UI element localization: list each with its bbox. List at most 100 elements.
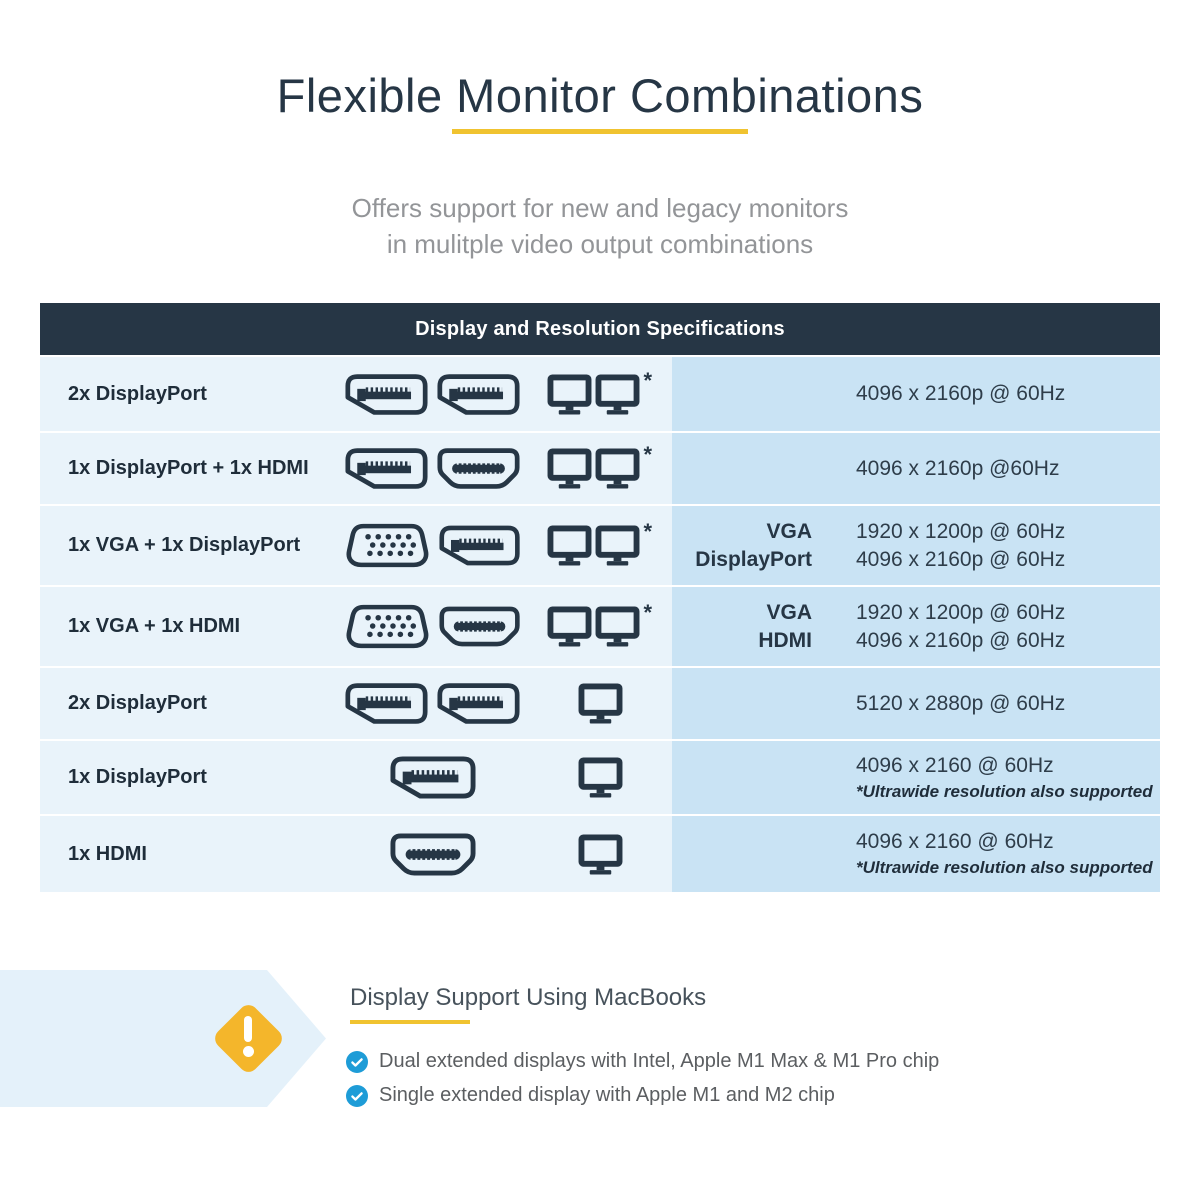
row-label: 1x VGA + 1x HDMI [68,615,241,637]
resolution-values: 4096 x 2160p @ 60Hz [856,380,1065,408]
row-label: 2x DisplayPort [68,382,207,405]
callout-underline [350,1020,470,1024]
asterisk: * [643,600,653,625]
resolution-line: 4096 x 2160 @ 60Hz [856,830,1054,853]
vga-icon [345,602,430,651]
table-row: 1x DisplayPort 4096 x 2160 @ 60Hz *Ultra… [40,741,1160,814]
monitor-icons [520,757,672,798]
table-row: 1x HDMI 4096 x 2160 @ 60Hz *Ultrawide re… [40,816,1160,892]
row-right-cell: 4096 x 2160p @60Hz [672,433,1160,504]
monitor-icons: * [520,368,672,415]
check-circle-icon [346,1051,368,1073]
monitor-icons: * [520,519,672,566]
table-row: 1x DisplayPort + 1x HDMI * 4096 x 2160p … [40,433,1160,504]
protocol-label: VGA [766,519,812,543]
resolution-values: 5120 x 2880p @ 60Hz [856,690,1065,718]
title-underline [452,129,748,134]
exclamation-dot-icon [242,1046,254,1057]
protocol-label: VGA [766,600,812,624]
monitor-icon [595,525,640,566]
resolution-values: 4096 x 2160 @ 60Hz *Ultrawide resolution… [856,828,1153,880]
resolution-line: 1920 x 1200p @ 60Hz [856,600,1066,624]
table-row: 2x DisplayPort 5120 x 2880p @ 60Hz [40,668,1160,739]
row-left-cell: 2x DisplayPort * [40,357,672,431]
displayport-icon [390,756,476,799]
monitor-icons: * [520,442,672,489]
hdmi-icon [390,833,476,876]
displayport-icon [345,373,428,416]
displayport-icon [345,447,428,490]
hdmi-icon [437,447,520,490]
connector-icons [345,521,520,570]
bullet-text: Dual extended displays with Intel, Apple… [379,1050,940,1072]
monitor-icon [578,757,623,798]
callout-bullet: Dual extended displays with Intel, Apple… [346,1050,939,1073]
resolution-values: 4096 x 2160p @60Hz [856,455,1059,483]
row-left-cell: 1x VGA + 1x DisplayPort * [40,506,672,585]
protocol-labels: VGA DisplayPort [672,518,812,574]
table-row: 1x VGA + 1x HDMI * VGA HDMI 1920 x 1200 [40,587,1160,666]
subtitle-line-2: in mulitple video output combinations [386,229,814,259]
resolution-line: 4096 x 2160p @ 60Hz [856,628,1066,652]
row-left-cell: 1x VGA + 1x HDMI * [40,587,672,666]
displayport-icon [439,524,520,567]
hdmi-icon [439,605,520,648]
resolution-line: 4096 x 2160 @ 60Hz [856,753,1054,777]
monitor-icon [547,606,592,647]
monitor-icon [578,683,623,724]
resolution-note: *Ultrawide resolution also supported [856,781,1153,801]
row-label: 2x DisplayPort [68,692,207,714]
displayport-icon [437,373,520,416]
asterisk: * [643,442,653,467]
row-left-cell: 1x DisplayPort + 1x HDMI * [40,433,672,504]
table-header: Display and Resolution Specifications [40,303,1160,355]
connector-icons [345,602,520,651]
displayport-icon [437,682,520,725]
row-right-cell: 4096 x 2160 @ 60Hz *Ultrawide resolution… [672,741,1160,814]
resolution-values: 1920 x 1200p @ 60Hz 4096 x 2160p @ 60Hz [856,518,1065,574]
monitor-icon [547,525,592,566]
row-right-cell: VGA HDMI 1920 x 1200p @ 60Hz 4096 x 2160… [672,587,1160,666]
check-circle-icon [346,1085,368,1107]
monitor-icon [578,834,623,875]
protocol-label: HDMI [758,628,812,652]
exclamation-icon [244,1016,252,1042]
monitor-icon [547,448,592,489]
page-title: Flexible Monitor Combinations [276,69,924,122]
page-subtitle: Offers support for new and legacy monito… [0,190,1200,262]
row-label: 1x DisplayPort + 1x HDMI [68,457,309,479]
row-right-cell: 4096 x 2160 @ 60Hz *Ultrawide resolution… [672,816,1160,892]
connector-icons [345,756,520,799]
row-right-cell: 4096 x 2160p @ 60Hz [672,357,1160,431]
connector-icons [345,447,520,490]
displayport-icon [345,682,428,725]
connector-icons [345,833,520,876]
resolution-line: 1920 x 1200p @ 60Hz [856,519,1066,543]
monitor-icons: * [520,600,672,647]
table-row: 1x VGA + 1x DisplayPort * VGA DisplayPor… [40,506,1160,585]
resolution-line: 4096 x 2160p @60Hz [856,456,1060,480]
monitor-icons [520,834,672,875]
resolution-line: 5120 x 2880p @ 60Hz [856,691,1066,715]
row-label: 1x VGA + 1x DisplayPort [68,534,301,556]
row-left-cell: 2x DisplayPort [40,668,672,739]
callout-heading: Display Support Using MacBooks [350,984,707,1011]
asterisk: * [643,367,653,393]
row-left-cell: 1x HDMI [40,816,672,892]
monitor-icon [595,374,640,415]
table-row: 2x DisplayPort * 4096 x 2160p @ 60Hz [40,357,1160,431]
row-label: 1x HDMI [68,842,147,865]
callout-bullet: Single extended display with Apple M1 an… [346,1084,835,1107]
subtitle-line-1: Offers support for new and legacy monito… [351,193,849,223]
asterisk: * [643,519,653,544]
resolution-values: 4096 x 2160 @ 60Hz *Ultrawide resolution… [856,752,1153,804]
row-label: 1x DisplayPort [68,766,207,788]
vga-icon [345,521,430,570]
protocol-label: DisplayPort [695,547,812,571]
resolution-line: 4096 x 2160p @ 60Hz [856,547,1066,571]
connector-icons [345,373,520,416]
monitor-icon [595,448,640,489]
bullet-text: Single extended display with Apple M1 an… [379,1084,835,1106]
resolution-line: 4096 x 2160p @ 60Hz [856,382,1066,405]
